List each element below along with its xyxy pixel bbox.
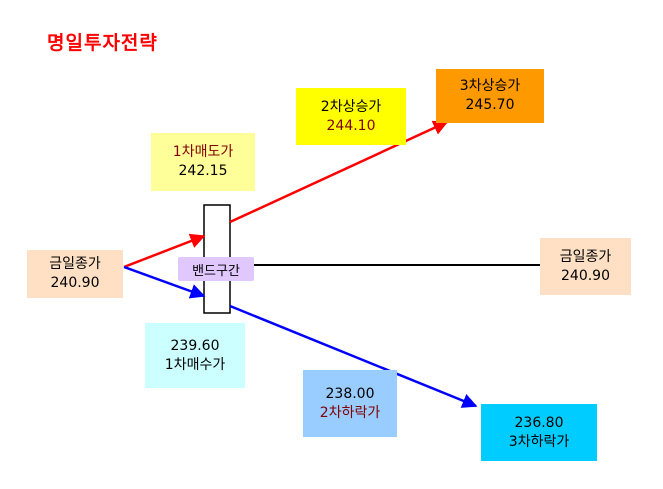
down2-box: 238.00 2차하락가 xyxy=(303,370,397,437)
buy1-label: 1차매수가 xyxy=(164,356,226,373)
down2-value: 238.00 xyxy=(325,385,375,402)
up3-label: 3차상승가 xyxy=(459,78,521,94)
up-arrow-to-band xyxy=(123,233,206,269)
close-right-label: 금일종가 xyxy=(559,248,612,265)
down3-value: 236.80 xyxy=(514,414,564,431)
up3-box: 3차상승가 245.70 xyxy=(436,69,544,123)
down3-box: 236.80 3차하락가 xyxy=(481,404,597,461)
sell1-box: 1차매도가 242.15 xyxy=(151,133,255,191)
buy1-value: 239.60 xyxy=(170,337,220,354)
band-label: 밴드구간 xyxy=(178,257,254,281)
sell1-value: 242.15 xyxy=(178,163,228,179)
up2-value: 244.10 xyxy=(326,117,376,134)
page-title: 명일투자전략 xyxy=(47,32,158,54)
down-arrow-to-band xyxy=(123,265,206,299)
down2-label: 2차하락가 xyxy=(319,404,381,421)
up2-label: 2차상승가 xyxy=(320,98,382,115)
close-right-value: 240.90 xyxy=(561,267,610,284)
close-right-box: 금일종가 240.90 xyxy=(540,238,631,295)
close-left-label: 금일종가 xyxy=(49,256,101,272)
close-left-box: 금일종가 240.90 xyxy=(27,250,123,298)
up3-value: 245.70 xyxy=(465,97,515,113)
up-line-to-3rd-rise xyxy=(229,120,449,224)
buy1-box: 239.60 1차매수가 xyxy=(145,323,245,388)
up2-box: 2차상승가 244.10 xyxy=(296,88,406,145)
down3-label: 3차하락가 xyxy=(508,433,570,450)
down-line-to-3rd-fall xyxy=(229,304,478,408)
close-left-value: 240.90 xyxy=(50,275,100,291)
sell1-label: 1차매도가 xyxy=(172,144,234,160)
